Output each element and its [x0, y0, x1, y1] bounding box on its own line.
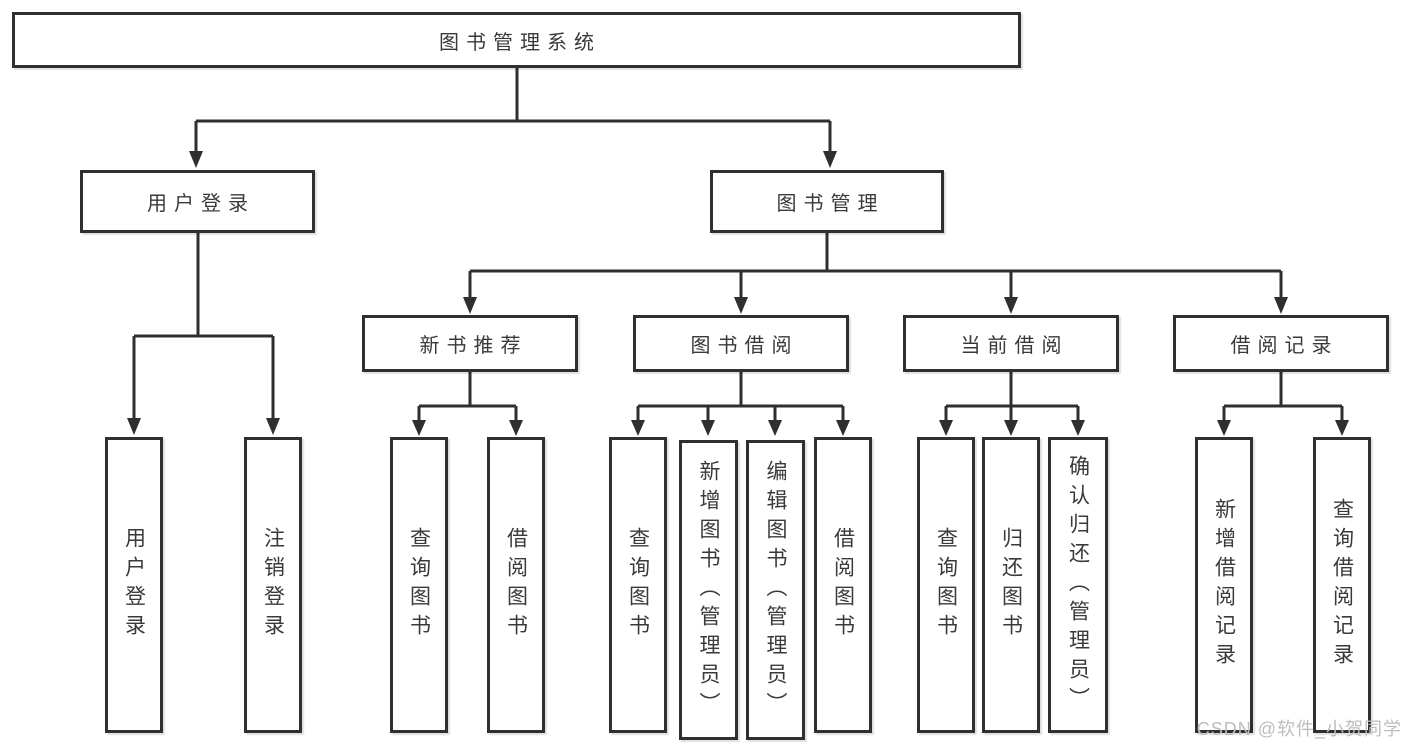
leaf-borrow-books-recommend: 借阅图书	[487, 437, 545, 733]
leaf-query-borrow-record-label: 查询借阅记录	[1330, 498, 1354, 672]
leaf-query-borrow-record: 查询借阅记录	[1313, 437, 1371, 733]
leaf-query-books-borrow: 查询图书	[609, 437, 667, 733]
node-user-login-label: 用户登录	[147, 193, 255, 215]
leaf-add-borrow-record-label: 新增借阅记录	[1212, 498, 1236, 672]
arrowhead	[939, 420, 953, 436]
leaf-add-borrow-record: 新增借阅记录	[1195, 437, 1253, 733]
leaf-user-login-label: 用户登录	[122, 527, 146, 643]
leaf-logout: 注销登录	[244, 437, 302, 733]
edge-book-mgmt-children	[468, 233, 1283, 299]
node-current-borrow: 当前借阅	[903, 315, 1119, 372]
node-new-book-recommend: 新书推荐	[362, 315, 578, 372]
edge-borrow-records-children	[1222, 372, 1344, 421]
leaf-user-login: 用户登录	[105, 437, 163, 733]
arrowhead	[1004, 420, 1018, 436]
node-book-management: 图书管理	[710, 170, 944, 233]
edge-new-book-children	[417, 372, 518, 421]
node-new-book-recommend-label: 新书推荐	[419, 335, 528, 357]
leaf-edit-books-admin-label: 编辑图书（管理员）	[764, 459, 787, 721]
leaf-borrow-books: 借阅图书	[814, 437, 872, 733]
arrowhead	[189, 151, 203, 168]
leaf-confirm-return-admin-label: 确认归还（管理员）	[1066, 454, 1090, 716]
arrowhead	[768, 420, 782, 436]
edge-root-to-level2	[194, 68, 832, 153]
node-root-label: 图书管理系统	[439, 31, 601, 54]
leaf-return-books: 归还图书	[982, 437, 1040, 733]
node-current-borrow-label: 当前借阅	[960, 335, 1069, 357]
arrowhead	[1071, 420, 1085, 436]
edge-book-borrow-children	[636, 372, 845, 421]
leaf-query-books-recommend: 查询图书	[390, 437, 448, 733]
node-book-borrow: 图书借阅	[633, 315, 849, 372]
arrowhead	[127, 418, 141, 435]
arrowhead	[266, 418, 280, 435]
leaf-query-books-recommend-label: 查询图书	[407, 527, 431, 643]
arrowhead	[1004, 297, 1018, 314]
node-book-borrow-label: 图书借阅	[690, 335, 799, 357]
arrowhead	[463, 297, 477, 314]
leaf-query-books-borrow-label: 查询图书	[626, 527, 650, 643]
leaf-confirm-return-admin: 确认归还（管理员）	[1048, 437, 1108, 733]
node-borrow-records-label: 借阅记录	[1230, 335, 1339, 357]
node-book-management-label: 图书管理	[776, 193, 885, 215]
arrowhead	[1217, 420, 1231, 436]
arrowhead	[1274, 297, 1288, 314]
leaf-edit-books-admin: 编辑图书（管理员）	[746, 440, 805, 740]
leaf-add-books-admin-label: 新增图书（管理员）	[697, 459, 720, 721]
arrowhead	[509, 420, 523, 436]
arrowhead	[836, 420, 850, 436]
leaf-logout-label: 注销登录	[261, 527, 285, 643]
arrowhead	[734, 297, 748, 314]
watermark: CSDN @软件_小贺同学	[1196, 719, 1402, 739]
arrowhead	[1335, 420, 1349, 436]
node-borrow-records: 借阅记录	[1173, 315, 1389, 372]
leaf-borrow-books-label: 借阅图书	[831, 527, 855, 643]
leaf-query-books-current-label: 查询图书	[934, 527, 958, 643]
edge-current-borrow-children	[944, 372, 1080, 421]
leaf-add-books-admin: 新增图书（管理员）	[679, 440, 738, 740]
edge-user-login-children	[132, 233, 275, 419]
arrowhead	[701, 420, 715, 436]
arrowheads	[127, 151, 1349, 436]
leaf-query-books-current: 查询图书	[917, 437, 975, 733]
leaf-return-books-label: 归还图书	[999, 527, 1023, 643]
leaf-borrow-books-recommend-label: 借阅图书	[504, 527, 528, 643]
node-root: 图书管理系统	[12, 12, 1021, 68]
node-user-login: 用户登录	[80, 170, 315, 233]
arrowhead	[412, 420, 426, 436]
arrowhead	[823, 151, 837, 168]
arrowhead	[631, 420, 645, 436]
